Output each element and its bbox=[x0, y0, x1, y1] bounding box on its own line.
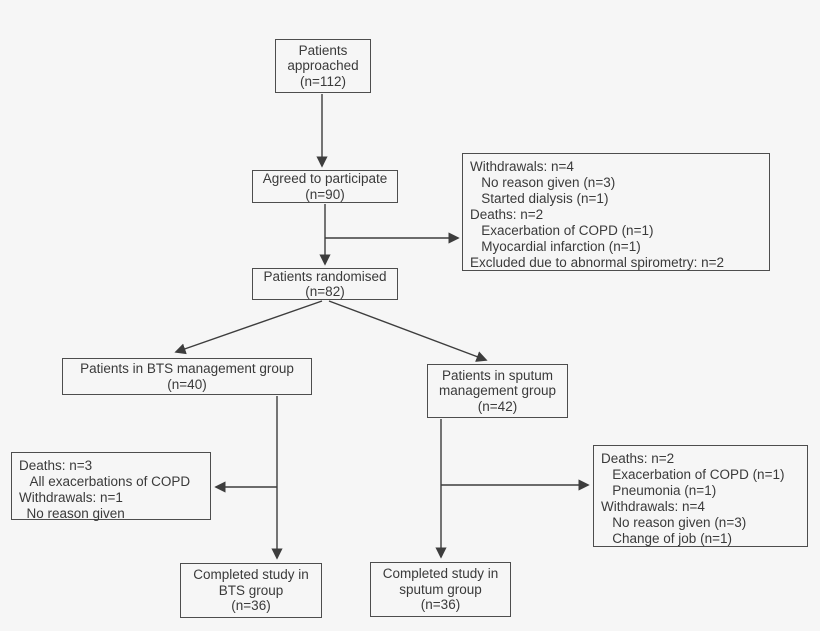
arrow-randomised-to-bts-group bbox=[174, 300, 323, 355]
box-text-line: Change of job (n=1) bbox=[601, 531, 732, 546]
node-patients-approached: Patients approached (n=112) bbox=[275, 39, 371, 93]
box-text-line: (n=82) bbox=[305, 284, 345, 299]
box-text-line: Exacerbation of COPD (n=1) bbox=[470, 223, 654, 238]
box-text-line: (n=40) bbox=[167, 376, 207, 392]
box-text-line: sputum group bbox=[399, 581, 482, 597]
box-text-line: Patients in BTS management group bbox=[80, 361, 294, 376]
box-text-line: Withdrawals: n=4 bbox=[601, 499, 705, 514]
box-text-line: Myocardial infarction (n=1) bbox=[470, 239, 641, 254]
node-bts-group-losses: Deaths: n=3 All exacerbations of COPD Wi… bbox=[11, 452, 211, 521]
box-text-line: Withdrawals: n=1 bbox=[19, 490, 123, 505]
box-text-line: BTS group bbox=[218, 582, 284, 598]
box-text-line: (n=90) bbox=[305, 186, 345, 202]
node-completed-bts-group: Completed study in BTS group (n=36) bbox=[180, 563, 322, 618]
box-text-line: Patients in sputum bbox=[441, 367, 554, 383]
node-bts-management-group: Patients in BTS management group (n=40) bbox=[62, 358, 312, 395]
box-text-line: (n=112) bbox=[300, 73, 346, 89]
box-text-line: Started dialysis (n=1) bbox=[470, 191, 609, 206]
box-text-line: Completed study in bbox=[382, 566, 499, 582]
box-text-line: management group bbox=[438, 383, 557, 399]
box-text-line: Exacerbation of COPD (n=1) bbox=[601, 467, 785, 482]
box-text-line: (n=36) bbox=[231, 598, 271, 614]
node-agreed-to-participate: Agreed to participate (n=90) bbox=[252, 170, 398, 203]
box-text-line: Excluded due to abnormal spirometry: n=2 bbox=[470, 255, 725, 270]
box-text-line: Deaths: n=2 bbox=[470, 207, 544, 222]
box-text-line: Pneumonia (n=1) bbox=[601, 483, 717, 498]
box-text-line: Patients bbox=[298, 42, 348, 58]
node-withdrawals-after-agreed: Withdrawals: n=4 No reason given (n=3) S… bbox=[462, 153, 770, 271]
box-text-line: Completed study in bbox=[193, 567, 309, 583]
box-text-line: approached bbox=[287, 58, 359, 74]
box-text-line: No reason given bbox=[19, 506, 125, 521]
node-sputum-management-group: Patients in sputum management group (n=4… bbox=[427, 364, 568, 418]
node-completed-sputum-group: Completed study in sputum group (n=36) bbox=[370, 562, 511, 617]
box-text-line: Agreed to participate bbox=[262, 171, 388, 186]
arrow-randomised-to-sputum-group bbox=[328, 300, 488, 362]
node-patients-randomised: Patients randomised (n=82) bbox=[252, 268, 398, 300]
box-text-line: No reason given (n=3) bbox=[601, 515, 747, 530]
box-text-line: Patients randomised bbox=[263, 268, 387, 284]
box-text-line: Deaths: n=3 bbox=[19, 458, 93, 473]
box-text-line: (n=36) bbox=[420, 597, 461, 613]
node-sputum-group-losses: Deaths: n=2 Exacerbation of COPD (n=1) P… bbox=[593, 445, 808, 547]
box-text-line: Withdrawals: n=4 bbox=[470, 159, 574, 174]
box-text-line: No reason given (n=3) bbox=[470, 175, 616, 190]
box-text-line: Deaths: n=2 bbox=[601, 451, 675, 466]
box-text-line: All exacerbations of COPD bbox=[19, 474, 191, 489]
box-text-line: (n=42) bbox=[477, 398, 518, 414]
